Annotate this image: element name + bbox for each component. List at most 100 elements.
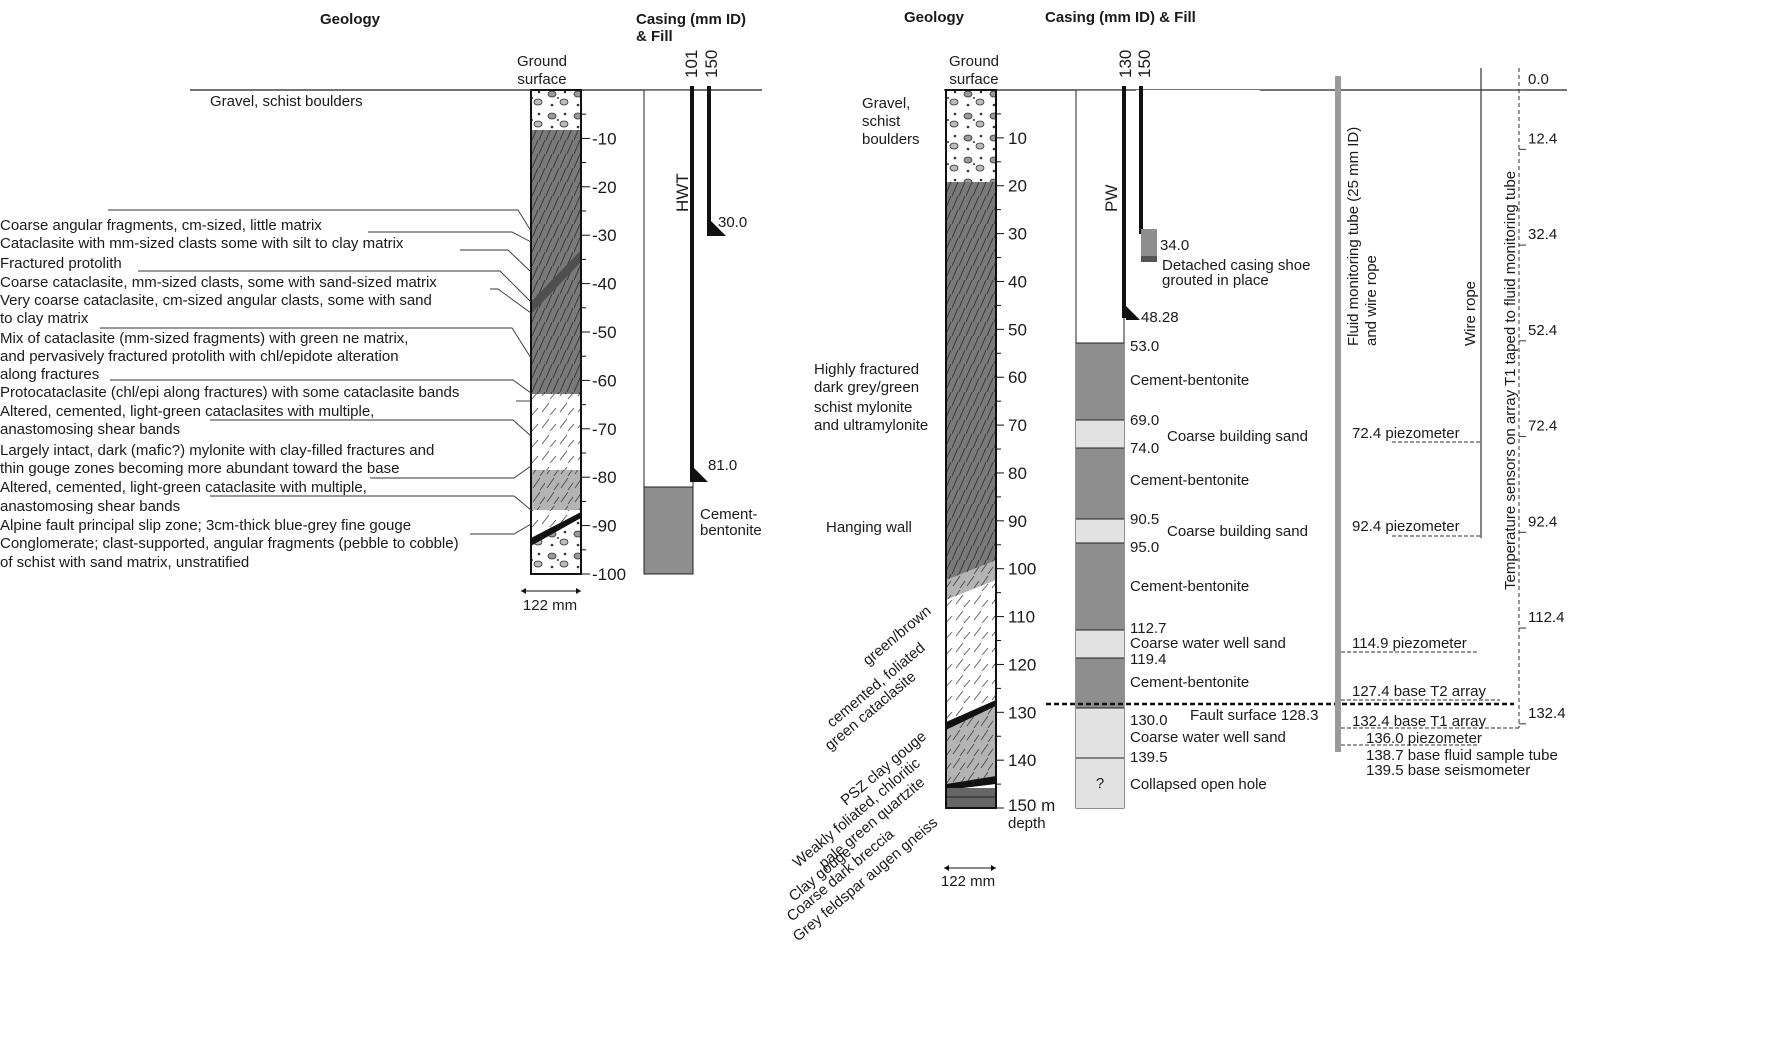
unit-description: Gravel, schist boulders [210, 93, 363, 110]
depth-tick-label: 10 [1008, 129, 1027, 148]
fault-surface-label: Fault surface 128.3 [1190, 707, 1318, 724]
left-panel: Geology Casing (mm ID) & Fill Ground sur… [0, 11, 762, 614]
left-depth-axis: -10-20-30-40-50-60-70-80-90-100 [581, 113, 626, 584]
leader-line [490, 288, 532, 314]
depth-tick-label: -50 [592, 323, 617, 342]
right-casing-header: Casing (mm ID) & Fill [1045, 9, 1196, 26]
instrument-labels: 72.4 piezometer 92.4 piezometer 114.9 pi… [1341, 425, 1558, 779]
right-gravel-label: Gravel, [862, 95, 910, 112]
fill-material-label: Coarse water well sand [1130, 729, 1286, 746]
right-clay-gouge [946, 776, 996, 790]
depth-tick-label: 80 [1008, 464, 1027, 483]
instrument-label: 72.4 piezometer [1352, 425, 1460, 442]
instrument-label: 136.0 piezometer [1366, 730, 1482, 747]
leader-line [368, 231, 532, 243]
right-fill-labels: 53.0 Cement-bentonite 69.0 Coarse buildi… [1130, 338, 1308, 793]
fill-material-label: Collapsed open hole [1130, 776, 1267, 793]
fill-cement-bentonite [1076, 543, 1124, 630]
left-psz-gouge [531, 512, 581, 546]
unit-description: Fractured protolith [0, 255, 122, 272]
sensor-depth-label: 12.4 [1528, 130, 1557, 147]
fluid-monitoring-tube [1335, 76, 1341, 752]
fill-cement-bentonite [1076, 658, 1124, 708]
right-gravel-label: boulders [862, 131, 920, 148]
right-gneiss-layer [946, 788, 996, 808]
fill-material-label: Cement-bentonite [1130, 372, 1249, 389]
unit-description: of schist with sand matrix, unstratified [0, 554, 249, 571]
unit-description: Cataclasite with mm-sized clasts some wi… [0, 235, 404, 252]
fill-depth-label: 53.0 [1130, 338, 1159, 355]
right-casing-shoe-130 [1126, 306, 1140, 320]
depth-tick-label: 50 [1008, 320, 1027, 339]
depth-tick-label: -30 [592, 226, 617, 245]
fill-cement-bentonite [1076, 343, 1124, 420]
unit-description: Coarse cataclasite, mm-sized clasts, som… [0, 274, 437, 291]
depth-tick-label: 40 [1008, 272, 1027, 291]
depth-tick-label: 30 [1008, 225, 1027, 244]
fill-depth-label: 74.0 [1130, 440, 1159, 457]
casing-shoe [1141, 256, 1157, 262]
unit-description: Alpine fault principal slip zone; 3cm-th… [0, 517, 411, 534]
right-gravel-layer [946, 90, 996, 182]
left-ground-surface-label: Ground [517, 53, 567, 70]
left-ground-surface-label: surface [517, 71, 566, 88]
right-green-brown-band [946, 560, 996, 600]
left-width-label: 122 mm [523, 597, 577, 614]
fill-coarse-water-well-sand [1076, 708, 1124, 758]
right-ground-surface-label: surface [949, 71, 998, 88]
unit-description: Altered, cemented, light-green cataclasi… [0, 403, 374, 420]
left-mylonite-layer [531, 470, 581, 510]
unit-description: and pervasively fractured protolith with… [0, 348, 399, 365]
unit-description: Mix of cataclasite (mm-sized fragments) … [0, 330, 408, 347]
right-depth-unit-label: depth [1008, 815, 1046, 832]
left-transition-layer [531, 394, 581, 428]
leader-line [110, 379, 532, 394]
depth-tick-label: -10 [592, 129, 617, 148]
depth-tick-label: -100 [592, 565, 626, 584]
unit-description: Altered, cemented, light-green cataclasi… [0, 479, 367, 496]
leader-line [108, 209, 532, 232]
depth-tick-label: -40 [592, 275, 617, 294]
depth-tick-label: 70 [1008, 416, 1027, 435]
fill-depth-label: 130.0 [1130, 712, 1168, 729]
fill-boundaries [1076, 342, 1124, 759]
right-fractured-label: schist mylonite [814, 399, 912, 416]
right-gravel-label: schist [862, 113, 901, 130]
fill-material-label: Cement-bentonite [1130, 578, 1249, 595]
left-fill-header: & Fill [636, 28, 673, 45]
casing-shoe-grout [1141, 229, 1157, 259]
right-fractured-label: and ultramylonite [814, 417, 928, 434]
fill-depth-label: 119.4 [1130, 651, 1166, 668]
right-casing-size-150: 150 [1135, 50, 1154, 78]
depth-tick-label: 20 [1008, 177, 1027, 196]
fill-collapsed-open-hole [1076, 758, 1124, 808]
right-panel: Geology Casing (mm ID) & Fill Ground sur… [784, 9, 1567, 945]
instrument-label: 139.5 base seismometer [1366, 762, 1530, 779]
right-width-label: 122 mm [941, 873, 995, 890]
left-fill-label: bentonite [700, 522, 762, 539]
depth-tick-label: -90 [592, 517, 617, 536]
depth-tick-label: -60 [592, 371, 617, 390]
left-fill-label: Cement- [700, 506, 758, 523]
right-mylonite-layer [946, 182, 996, 580]
right-pw-label: PW [1102, 185, 1121, 212]
left-geology-header: Geology [320, 11, 381, 28]
unit-description: Protocataclasite (chl/epi along fracture… [0, 384, 459, 401]
fill-depth-label: 112.7 [1130, 620, 1166, 637]
sensor-depth-label: 32.4 [1528, 226, 1557, 243]
leader-line [470, 523, 532, 535]
right-casing-size-130: 130 [1116, 50, 1135, 78]
left-casing-size-150: 150 [702, 50, 721, 78]
sensor-depth-label: 52.4 [1528, 322, 1557, 339]
fill-material-label: Cement-bentonite [1130, 472, 1249, 489]
sensor-depth-label: 132.4 [1528, 705, 1566, 722]
left-hwt-label: HWT [673, 173, 692, 212]
depth-tick-label: 90 [1008, 512, 1027, 531]
left-gravel-layer [531, 90, 581, 130]
collapsed-hole-symbol: ? [1096, 775, 1104, 792]
fill-cement-bentonite [1076, 448, 1124, 519]
depth-tick-label: 120 [1008, 655, 1036, 674]
unit-description: to clay matrix [0, 310, 89, 327]
